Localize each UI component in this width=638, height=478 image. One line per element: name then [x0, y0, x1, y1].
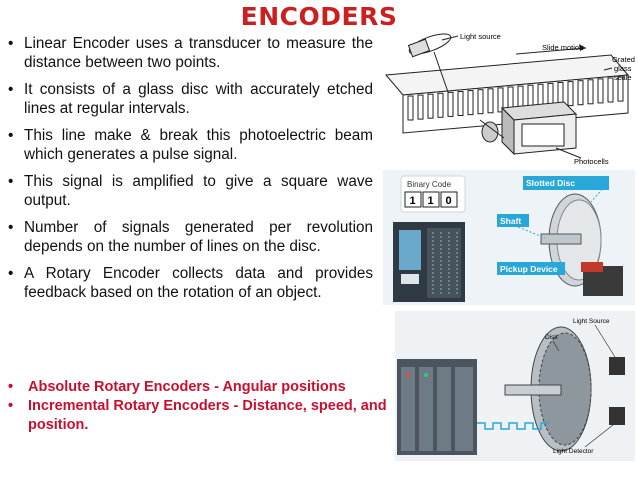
photocells-label: Photocells [574, 157, 609, 166]
bit-3: 0 [446, 195, 452, 207]
shaft-label: Shaft [500, 216, 521, 226]
plc-module [393, 222, 465, 302]
bullet-item: This signal is amplified to give a squar… [8, 172, 373, 210]
scale-slot [407, 95, 414, 121]
bullet-item: A Rotary Encoder collects data and provi… [8, 264, 373, 302]
lamp-icon [407, 33, 452, 93]
encoder-disk [504, 326, 625, 452]
light-source-label: Light Source [573, 318, 610, 325]
scale-slot [607, 77, 614, 103]
light-source-label: Light source [460, 32, 501, 41]
encoder-types-list: Absolute Rotary Encoders - Angular posit… [8, 378, 388, 435]
encoder-type-item: Absolute Rotary Encoders - Angular posit… [8, 378, 388, 397]
scale-slot [587, 79, 594, 105]
binary-code-label: Binary Code [407, 180, 452, 189]
scale-slot [617, 76, 624, 102]
grated-label-2: glass [614, 64, 632, 73]
photocell-block [479, 101, 578, 156]
scale-slot [457, 91, 464, 116]
scale-slot [427, 93, 434, 119]
scale-slot [497, 87, 504, 113]
scale-slot [477, 89, 484, 115]
bullet-item: It consists of a glass disc with accurat… [8, 80, 373, 118]
scale-slot [437, 92, 444, 118]
scale-slot [447, 91, 454, 117]
bullet-item: This line make & break this photoelectri… [8, 126, 373, 164]
scale-slots [407, 76, 624, 121]
rotary-encoder-plc-diagram: Binary Code 1 1 0 Slotted Disc Shaft Pic… [383, 170, 635, 305]
bullet-item: Number of signals generated per revoluti… [8, 218, 373, 256]
grated-label-3: scale [614, 73, 632, 82]
optical-encoder-diagram: Light Source Disk Light Detector [395, 311, 635, 461]
pulse-wave [477, 422, 549, 430]
slotted-disc-label: Slotted Disc [526, 178, 575, 188]
disk-label: Disk [545, 334, 558, 341]
pickup-device-label: Pickup Device [500, 264, 558, 274]
scale-slot [577, 80, 584, 106]
slide-motion-label: Slide motion [542, 43, 583, 52]
encoder-type-item: Incremental Rotary Encoders - Distance, … [8, 397, 388, 435]
grated-label-1: Grated [612, 55, 635, 64]
bit-2: 1 [428, 195, 434, 207]
plc-rack [397, 359, 477, 455]
slide-title: ENCODERS [240, 2, 398, 31]
bit-1: 1 [410, 195, 416, 207]
scale-slot [417, 94, 424, 120]
scale-slot [487, 88, 494, 114]
bullet-list: Linear Encoder uses a transducer to meas… [8, 34, 373, 310]
bullet-item: Linear Encoder uses a transducer to meas… [8, 34, 373, 72]
scale-slot [467, 90, 474, 116]
scale-slot [597, 78, 604, 104]
light-detector-label: Light Detector [553, 448, 594, 455]
linear-encoder-diagram: Light source Slide motion Grated glass s… [376, 30, 638, 170]
scale-slot [567, 81, 574, 107]
